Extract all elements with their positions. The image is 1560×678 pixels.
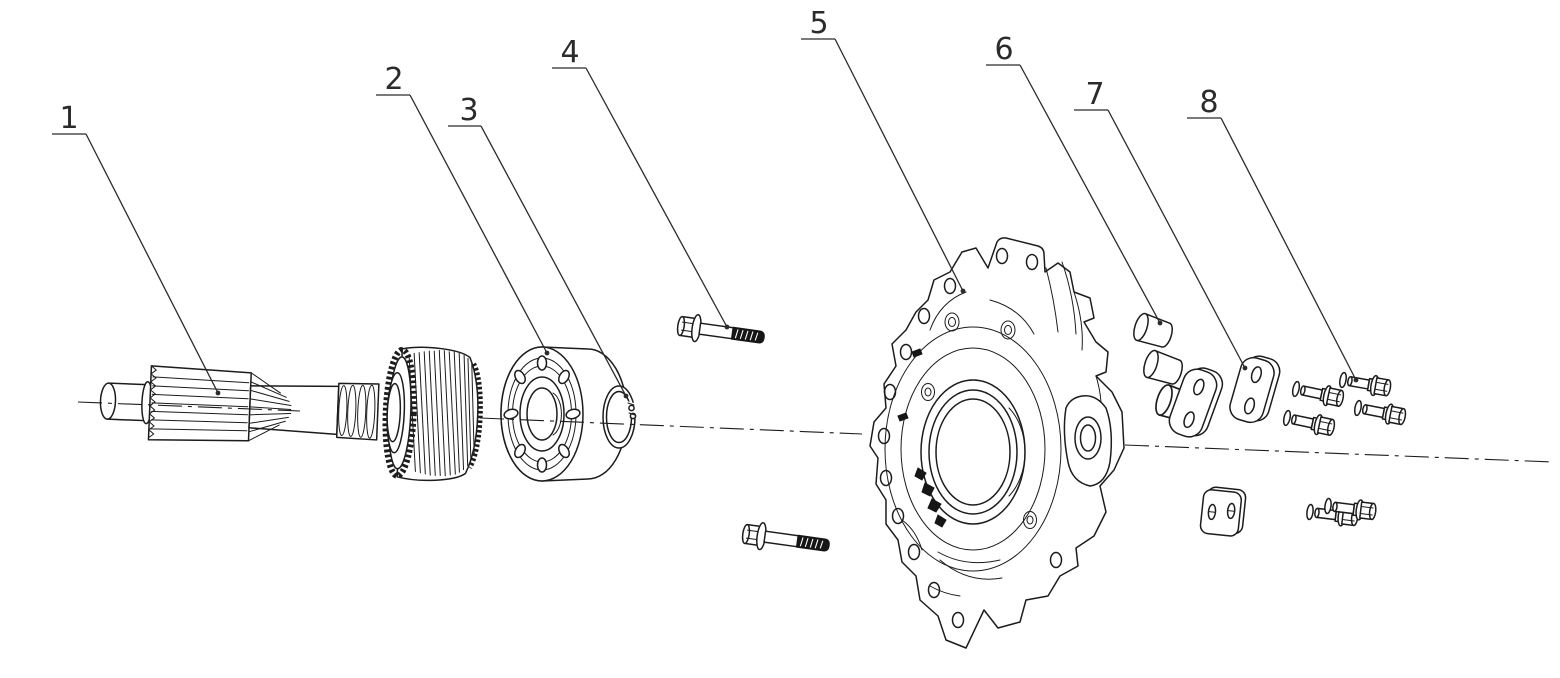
callout-leader-dot <box>623 393 629 399</box>
callout-leader-line <box>1107 109 1246 369</box>
callout-leader-line <box>585 67 728 328</box>
callout-leader-dot <box>1242 365 1248 371</box>
assembly-centerline <box>77 401 1554 463</box>
callout-leader-line <box>834 38 964 292</box>
embossed-logo <box>914 467 947 528</box>
callout-number: 7 <box>1085 77 1104 112</box>
callout-2: 2 <box>376 62 550 356</box>
callout-4: 4 <box>552 35 730 330</box>
callout-number: 3 <box>459 93 478 128</box>
callout-leader-dot <box>960 288 966 294</box>
callout-1: 1 <box>52 101 221 396</box>
callout-6: 6 <box>986 32 1163 326</box>
callout-leader-dot <box>215 390 221 396</box>
callout-8: 8 <box>1187 85 1359 383</box>
callout-leader-line <box>480 125 627 397</box>
part-input-shaft <box>99 346 483 482</box>
callout-leader-dot <box>544 350 550 356</box>
callout-number: 1 <box>59 101 78 136</box>
callout-7: 7 <box>1074 77 1248 371</box>
part-flange-bolts-short <box>1281 368 1408 529</box>
part-snap-ring <box>602 385 641 449</box>
callout-3: 3 <box>448 93 629 399</box>
callout-leader-dot <box>1157 320 1163 326</box>
part-lock-plate-b <box>1229 355 1281 424</box>
callout-number: 8 <box>1199 85 1218 120</box>
callout-leader-dot <box>724 324 730 330</box>
callout-number: 4 <box>560 35 579 70</box>
part-lock-plate-a <box>1168 367 1224 438</box>
part-lock-plate-c <box>1199 486 1247 537</box>
callout-leader-dot <box>1353 377 1359 383</box>
callouts-layer: 1 2 3 4 5 6 7 8 <box>52 6 1359 399</box>
callout-number: 2 <box>384 62 403 97</box>
centerline-segment <box>479 417 863 435</box>
part-flange-bolt-long-upper <box>675 311 767 352</box>
callout-number: 6 <box>994 32 1013 67</box>
part-housing-cover <box>869 237 1125 649</box>
callout-number: 5 <box>809 6 828 41</box>
part-flange-bolt-long-lower <box>740 519 832 560</box>
centerline-segment <box>1124 444 1554 463</box>
centerline-segment <box>77 401 301 412</box>
flange-holes <box>877 247 1063 629</box>
callout-leader-line <box>1019 64 1161 324</box>
part-ball-bearing <box>500 346 628 482</box>
callout-leader-line <box>85 133 219 394</box>
callout-5: 5 <box>801 6 966 294</box>
callout-leader-line <box>409 94 548 354</box>
callout-leader-line <box>1220 117 1357 381</box>
